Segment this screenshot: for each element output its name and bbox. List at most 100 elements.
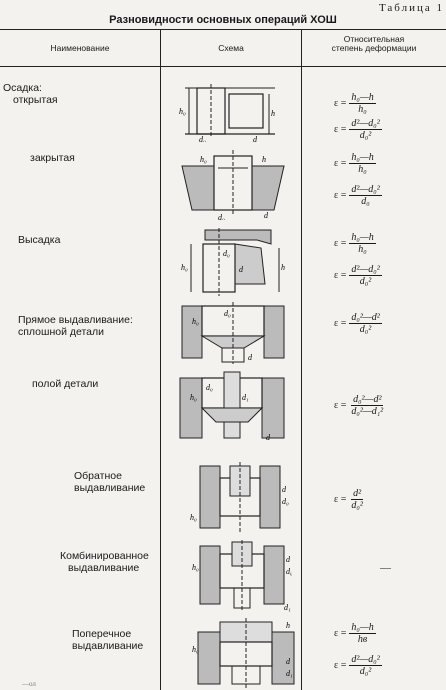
eps-symbol: ε = [334, 190, 347, 201]
label-h0: h₀ [192, 563, 199, 572]
row-name-transverse: Поперечное выдавливание [72, 628, 143, 652]
label-h: h [281, 263, 285, 272]
denominator: d₀² [359, 276, 372, 287]
label-h: h [271, 109, 275, 118]
row-subtitle: выдавливание [68, 562, 140, 574]
label-d: d [286, 555, 291, 564]
row-name-reverse: Обратное выдавливание [74, 470, 145, 494]
denominator: d₀² [359, 130, 372, 141]
schema-transverse: h₀ h d d₁ [192, 618, 295, 688]
numerator: h₀—h [349, 622, 376, 634]
label-d: d [282, 485, 287, 494]
formula-combined-dash: — [380, 562, 391, 574]
label-d0: d₀ [282, 497, 289, 506]
row-subtitle: открытая [13, 94, 58, 106]
header-top-rule [0, 29, 446, 30]
numerator: d²—d₀² [349, 118, 382, 130]
label-d: d [286, 657, 291, 666]
label-d: d [266, 433, 271, 442]
row-title: Осадка: [3, 82, 42, 94]
row-title: Высадка [18, 234, 61, 246]
label-d0: d₀ [286, 567, 292, 576]
row-name-combined: Комбинированное выдавливание [60, 550, 149, 574]
label-d0: d₀ [223, 249, 230, 258]
row-name-closed: закрытая [30, 152, 75, 164]
header-deformation: Относительная степень деформации [302, 35, 446, 53]
label-h0: h₀ [200, 155, 207, 164]
label-d0: d₀ [199, 135, 206, 142]
label-h0: h₀ [192, 317, 199, 326]
eps-symbol: ε = [334, 494, 347, 505]
corner-mark: —ол [22, 680, 36, 688]
header-schema: Схема [218, 43, 244, 53]
denominator: d₀²—d₁² [351, 406, 384, 417]
table-title: Разновидности основных операций ХОШ [109, 14, 337, 26]
schema-vysadka: h₀ h d₀ d [181, 228, 285, 296]
eps-symbol: ε = [334, 628, 347, 639]
row-name-vysadka: Высадка [18, 234, 60, 246]
label-h0: h₀ [181, 263, 188, 272]
numerator: h₀—h [349, 232, 376, 244]
header-bottom-rule [0, 66, 446, 67]
row-name-osadka: Осадка: открытая [3, 82, 58, 106]
row-title: Поперечное [72, 628, 132, 640]
header-deformation-line2: степень деформации [331, 43, 417, 53]
denominator: h₀ [358, 104, 367, 115]
row-title: Комбинированное [60, 550, 149, 562]
numerator: d² [351, 488, 364, 500]
row-subtitle: полой детали [32, 378, 99, 390]
label-d0: d₀ [218, 213, 225, 220]
eps-symbol: ε = [334, 238, 347, 249]
schema-direct-solid: h₀ d₀ d [181, 302, 285, 364]
label-d0: d₀ [224, 309, 231, 318]
denominator: d₀ [361, 196, 370, 207]
numerator: h₀—h [349, 92, 376, 104]
label-h0: h₀ [179, 107, 186, 116]
schema-direct-hollow: h₀ d₀ d₁ d [179, 371, 285, 442]
schema-combined: h₀ d d₀ d₁ [192, 540, 292, 612]
label-d1: d₁ [284, 603, 291, 612]
row-name-direct-solid: Прямое выдавливание: сплошной детали [18, 314, 133, 338]
label-d0: d₀ [206, 383, 213, 392]
row-subtitle: закрытая [30, 152, 75, 164]
row-subtitle: выдавливание [72, 640, 144, 652]
header-name: Наименование [50, 43, 110, 53]
denominator: d₀² [359, 666, 372, 677]
eps-symbol: ε = [334, 158, 347, 169]
schema-osadka-open: h₀ h d₀ d [179, 84, 275, 142]
row-title: Обратное [74, 470, 122, 482]
eps-symbol: ε = [334, 124, 347, 135]
denominator: d₀² [351, 500, 363, 511]
label-h0: h₀ [192, 645, 199, 654]
row-subtitle: сплошной детали [18, 326, 105, 338]
schema-osadka-closed: h₀ h d₀ d [181, 150, 285, 220]
col-divider-1 [160, 29, 161, 690]
eps-symbol: ε = [334, 270, 347, 281]
label-h: h [286, 621, 290, 630]
label-d: d [253, 135, 258, 142]
page-label: Таблица 1 [378, 2, 444, 14]
label-h0: h₀ [190, 393, 197, 402]
label-d: d [248, 353, 253, 362]
schema-reverse: h₀ d d₀ [190, 462, 289, 532]
label-d1: d₁ [242, 393, 249, 402]
numerator: d²—d₀² [349, 264, 382, 276]
numerator: h₀—h [349, 152, 376, 164]
label-d: d [239, 265, 244, 274]
numerator: d²—d₀² [349, 184, 382, 196]
header-deformation-line1: Относительная [343, 34, 405, 44]
eps-symbol: ε = [334, 400, 347, 411]
eps-symbol: ε = [334, 98, 347, 109]
denominator: hв [357, 634, 368, 645]
label-h: h [262, 155, 266, 164]
